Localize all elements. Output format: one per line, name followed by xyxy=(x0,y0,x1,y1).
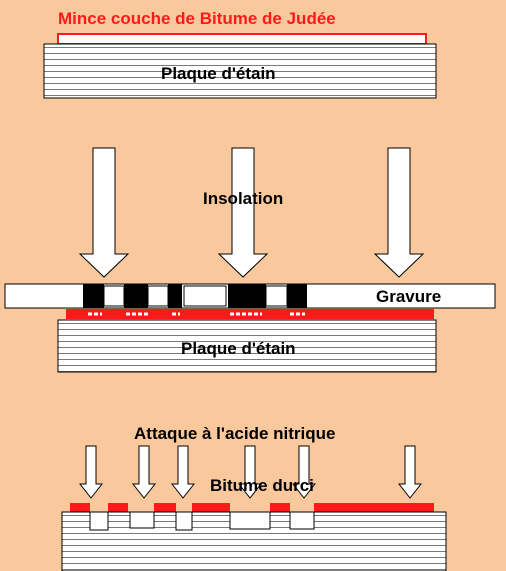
tin-plate-top xyxy=(43,43,437,99)
mask-window-borders xyxy=(103,285,288,307)
engraving-label: Gravure xyxy=(376,287,442,306)
acid-arrows xyxy=(78,445,423,499)
tin-plate-middle xyxy=(57,319,437,373)
thin-bitumen-label: Mince couche de Bitume de Judée xyxy=(58,9,336,28)
etched-cavities xyxy=(89,511,315,531)
tin-plate-top-label: Plaque d'étain xyxy=(161,64,276,83)
exposure-arrow-left xyxy=(78,147,130,278)
mask-opaque-zones xyxy=(83,284,307,308)
acid-arrow-1 xyxy=(78,445,104,499)
acid-attack-label: Attaque à l'acide nitrique xyxy=(134,424,336,443)
acid-arrow-3 xyxy=(170,445,196,499)
thin-bitumen-layer xyxy=(57,33,427,45)
exposure-arrows xyxy=(78,147,425,278)
acid-arrow-4 xyxy=(237,445,263,499)
exposure-arrow-mid xyxy=(217,147,269,278)
tin-plate-middle-label: Plaque d'étain xyxy=(181,339,296,358)
acid-arrow-2 xyxy=(131,445,157,499)
hardened-bitumen-blocks xyxy=(70,503,434,512)
acid-arrow-6 xyxy=(397,445,423,499)
hardened-bitumen-label: Bitume durci xyxy=(210,476,314,495)
exposure-arrow-right xyxy=(373,147,425,278)
exposure-label: Insolation xyxy=(203,189,284,208)
acid-arrow-5 xyxy=(291,445,317,499)
